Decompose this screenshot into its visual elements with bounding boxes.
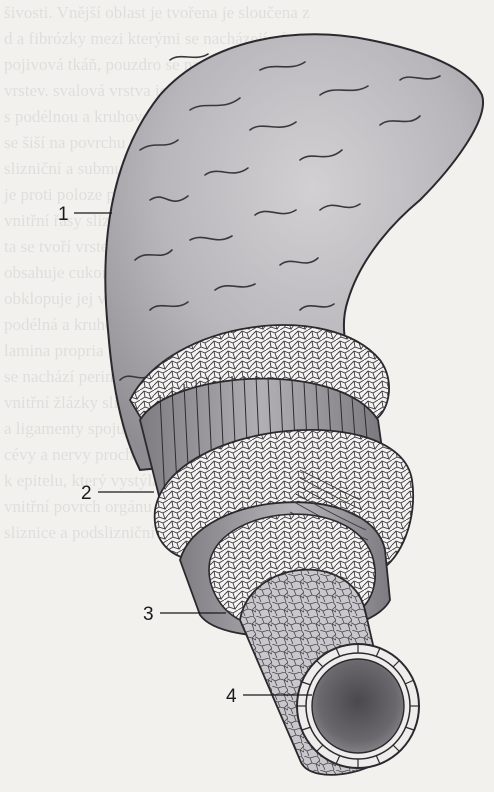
callout-1-label: 1 bbox=[58, 204, 69, 225]
epithelium-lumen bbox=[297, 644, 419, 768]
callout-4-label: 4 bbox=[226, 686, 237, 707]
callout-2-label: 2 bbox=[81, 483, 92, 504]
callout-3-label: 3 bbox=[143, 604, 154, 625]
callout-1: 1 bbox=[58, 204, 112, 225]
callout-2: 2 bbox=[81, 483, 154, 504]
